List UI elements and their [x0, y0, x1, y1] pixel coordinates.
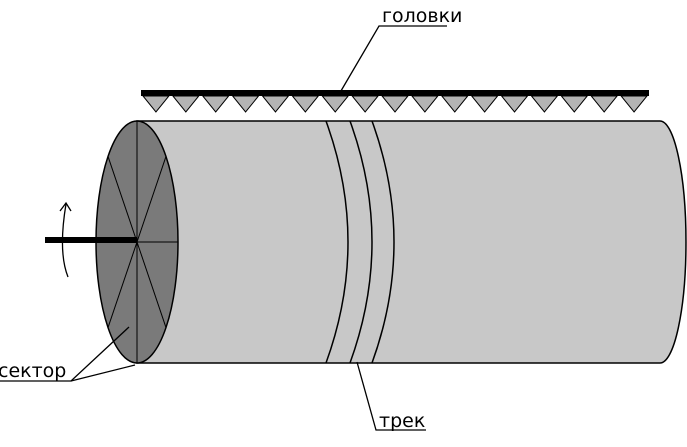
sector-line: [136, 241, 167, 328]
head-teeth: [141, 95, 649, 113]
sector-label: сектор: [0, 360, 66, 382]
head-tooth: [470, 95, 499, 113]
heads-assembly: [141, 90, 649, 113]
head-tooth: [261, 95, 290, 113]
head-tooth: [231, 95, 260, 113]
head-tooth: [560, 95, 589, 113]
head-tooth: [590, 95, 619, 113]
leader-lines: [0, 25, 447, 431]
track-ring: [349, 120, 373, 364]
track-ring: [371, 120, 395, 364]
head-tooth: [440, 95, 469, 113]
head-tooth: [141, 95, 170, 113]
head-tooth: [291, 95, 320, 113]
sector-line: [136, 156, 167, 243]
track-label: трек: [379, 410, 425, 432]
heads-leader-line: [337, 25, 447, 97]
track-leader-line: [356, 361, 426, 431]
head-tooth: [620, 95, 649, 113]
head-tooth: [500, 95, 529, 113]
head-tooth: [381, 95, 409, 113]
sector-line: [107, 156, 138, 243]
heads-bar: [141, 90, 649, 96]
track-rings: [325, 120, 395, 364]
head-tooth: [351, 95, 380, 113]
track-ring: [325, 120, 349, 364]
head-tooth: [410, 95, 439, 113]
head-tooth: [530, 95, 559, 113]
drum-body: [136, 120, 687, 364]
head-tooth: [201, 95, 230, 113]
rotation-arrow-icon: [59, 201, 72, 278]
head-tooth: [321, 95, 350, 113]
head-tooth: [171, 95, 200, 113]
sector-line: [107, 241, 138, 328]
heads-label: головки: [382, 5, 462, 27]
sector-leader-line: [70, 364, 136, 382]
